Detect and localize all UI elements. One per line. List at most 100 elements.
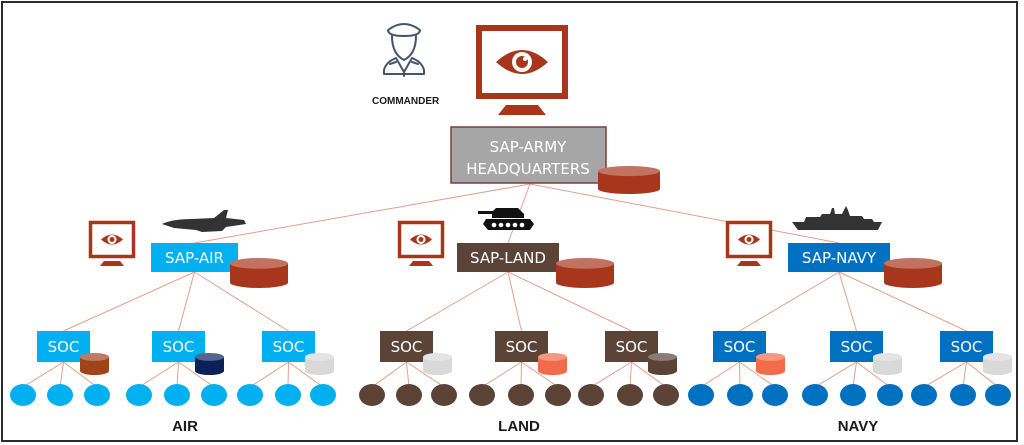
- soc-label: SOC: [841, 338, 873, 356]
- commander-officer-icon: [383, 23, 425, 77]
- soc-label: SOC: [951, 338, 983, 356]
- connector-line: [739, 361, 741, 388]
- land-soc-node[interactable]: SOC: [495, 331, 548, 362]
- hq-database-icon: [598, 166, 660, 195]
- endpoint-node[interactable]: [762, 384, 788, 406]
- monitor-eye-icon: [476, 25, 568, 115]
- connector-line: [178, 271, 195, 332]
- connector-line: [63, 361, 98, 388]
- connector-line: [481, 361, 522, 388]
- endpoint-node[interactable]: [911, 384, 937, 406]
- connector-line: [521, 361, 559, 388]
- navy-soc-node[interactable]: SOC: [940, 331, 993, 362]
- endpoint-node[interactable]: [164, 384, 190, 406]
- endpoint-node[interactable]: [727, 384, 753, 406]
- connector-line: [923, 361, 967, 388]
- hq-database-icon: [598, 166, 660, 195]
- connector-line: [249, 361, 289, 388]
- connector-line: [507, 271, 522, 332]
- endpoint-node[interactable]: [508, 384, 534, 406]
- navy-database-icon: [884, 258, 942, 288]
- endpoint-node[interactable]: [84, 384, 110, 406]
- soc-database-icon: [80, 353, 109, 375]
- warship-icon: [792, 206, 882, 230]
- soc-database-icon: [423, 353, 452, 375]
- connector-line: [631, 361, 667, 388]
- hq-node[interactable]: SAP-ARMY HEADQUARTERS: [450, 126, 607, 184]
- endpoint-node[interactable]: [10, 384, 36, 406]
- land-soc-node[interactable]: SOC: [605, 331, 658, 362]
- connector-line: [529, 183, 840, 244]
- air-soc-node[interactable]: SOC: [37, 331, 90, 362]
- connector-line: [507, 271, 632, 332]
- endpoint-node[interactable]: [237, 384, 263, 406]
- soc-database-icon: [305, 353, 334, 375]
- endpoint-node[interactable]: [877, 384, 903, 406]
- connector-line: [962, 361, 967, 388]
- soc-label: SOC: [48, 338, 80, 356]
- connector-lines: [22, 183, 999, 388]
- connector-line: [194, 271, 289, 332]
- endpoint-node[interactable]: [396, 384, 422, 406]
- endpoint-node[interactable]: [578, 384, 604, 406]
- connector-line: [852, 361, 857, 388]
- navy-monitor-eye-icon: [725, 220, 773, 266]
- endpoint-node[interactable]: [359, 384, 385, 406]
- endpoint-node[interactable]: [950, 384, 976, 406]
- navy-sap-label: SAP-NAVY: [802, 249, 877, 267]
- endpoint-node[interactable]: [617, 384, 643, 406]
- connector-line: [406, 361, 410, 388]
- soc-database-icon: [538, 353, 567, 375]
- endpoint-node[interactable]: [688, 384, 714, 406]
- connector-line: [287, 361, 289, 388]
- soc-label: SOC: [163, 338, 195, 356]
- air-sap-label: SAP-AIR: [165, 249, 224, 267]
- navy-footer-label: NAVY: [838, 418, 879, 435]
- air-sap-node[interactable]: SAP-AIR: [151, 243, 238, 272]
- soc-label: SOC: [391, 338, 423, 356]
- connector-line: [966, 361, 999, 388]
- endpoint-node[interactable]: [469, 384, 495, 406]
- air-database-icon: [230, 258, 288, 288]
- navy-sap-node[interactable]: SAP-NAVY: [788, 243, 890, 272]
- endpoint-node[interactable]: [275, 384, 301, 406]
- connector-line: [176, 361, 179, 388]
- soc-database-icon: [983, 353, 1012, 375]
- connector-line: [59, 361, 64, 388]
- connector-line: [856, 361, 891, 388]
- endpoint-node[interactable]: [310, 384, 336, 406]
- endpoint-node[interactable]: [840, 384, 866, 406]
- endpoint-node[interactable]: [431, 384, 457, 406]
- land-monitor-eye-icon: [397, 220, 445, 266]
- connector-line: [629, 361, 632, 388]
- land-sap-label: SAP-LAND: [470, 249, 546, 267]
- air-monitor-eye-icon: [88, 220, 136, 266]
- tank-icon: [478, 208, 534, 230]
- connector-line: [520, 361, 522, 388]
- endpoint-node[interactable]: [545, 384, 571, 406]
- connector-line: [22, 361, 64, 388]
- connector-line: [138, 361, 179, 388]
- endpoint-node[interactable]: [126, 384, 152, 406]
- connector-line: [838, 271, 857, 332]
- endpoint-node[interactable]: [201, 384, 227, 406]
- hq-title-line1: SAP-ARMY: [490, 138, 567, 156]
- hq-title-line2: HEADQUARTERS: [466, 160, 590, 178]
- endpoint-node[interactable]: [985, 384, 1011, 406]
- endpoint-node[interactable]: [47, 384, 73, 406]
- connector-line: [739, 361, 776, 388]
- endpoint-node[interactable]: [653, 384, 679, 406]
- land-sap-node[interactable]: SAP-LAND: [457, 243, 559, 272]
- endpoint-node[interactable]: [802, 384, 828, 406]
- soc-database-icon: [648, 353, 677, 375]
- soc-database-icon: [756, 353, 785, 375]
- soc-label: SOC: [506, 338, 538, 356]
- connector-line: [838, 271, 967, 332]
- connector-line: [406, 361, 445, 388]
- land-database-icon: [556, 258, 614, 288]
- connector-line: [739, 271, 840, 332]
- connector-line: [63, 271, 195, 332]
- connector-line: [700, 361, 740, 388]
